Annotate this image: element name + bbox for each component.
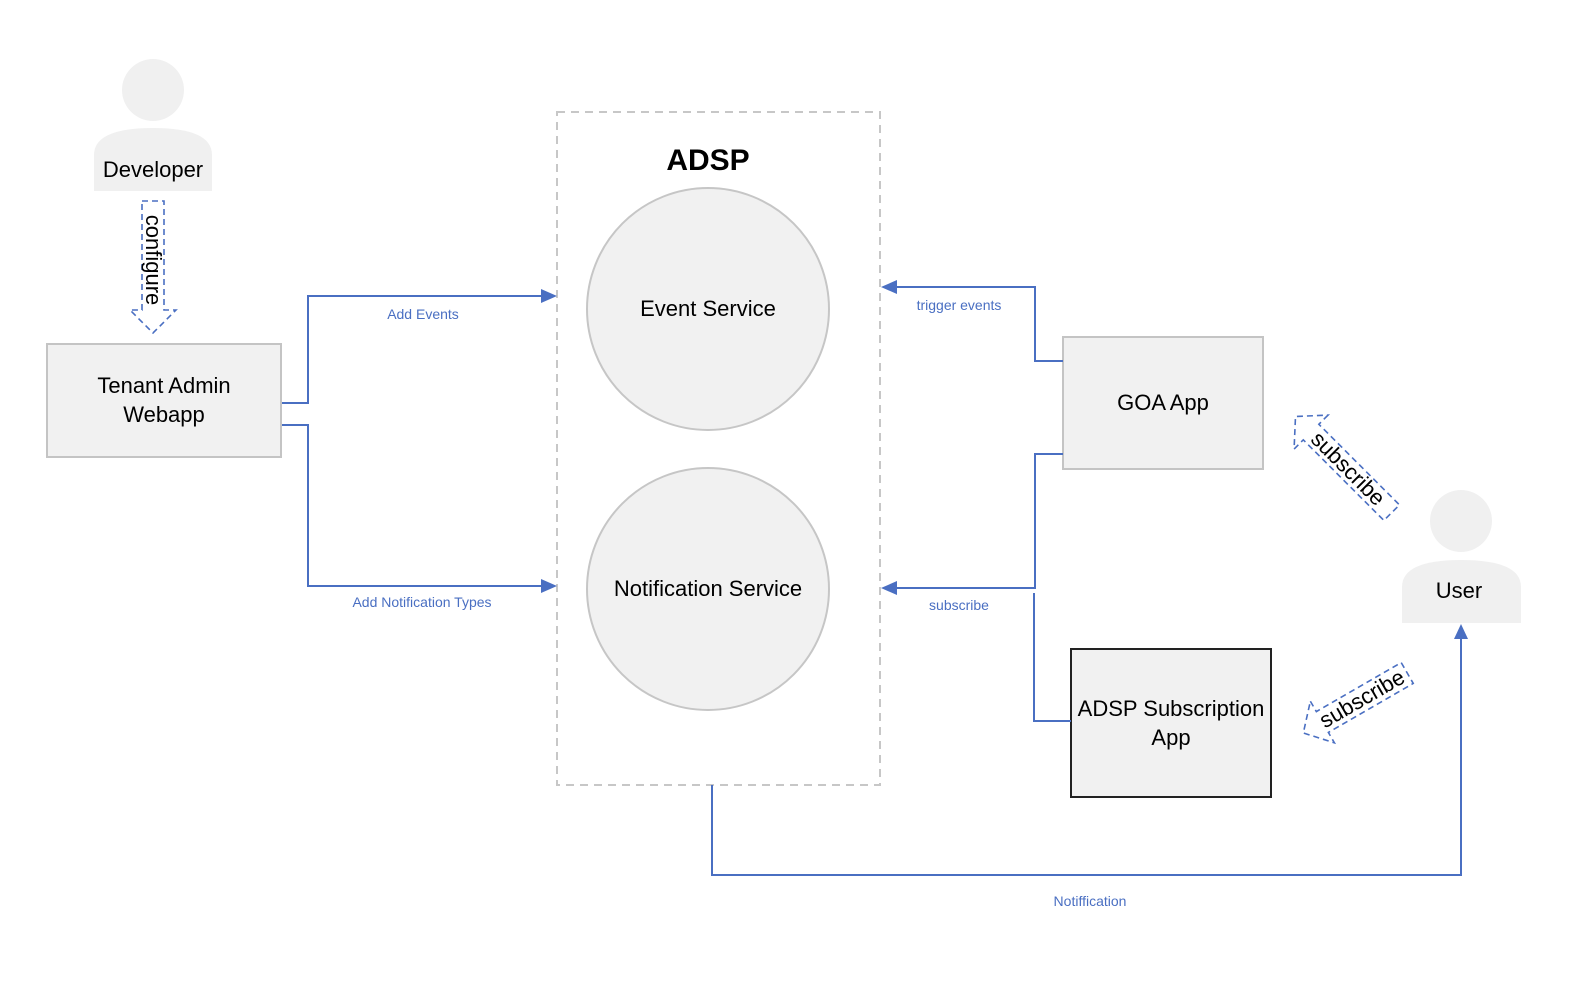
developer-body: [94, 128, 212, 191]
subscribe-adsp-arrow-label: subscribe: [1315, 664, 1409, 733]
developer-actor: Developer: [94, 59, 212, 191]
subscribe-adsp-arrow-shape: [1302, 661, 1415, 745]
subscribe-goa-arrow-label: subscribe: [1306, 426, 1390, 510]
configure-arrow-label: configure: [141, 215, 166, 306]
subscribe-arrowhead: [881, 581, 897, 595]
user-label: User: [1436, 578, 1482, 603]
user-actor: User: [1402, 490, 1521, 623]
goa-subscribe-connector: [895, 453, 1063, 589]
add-events-arrowhead: [541, 289, 557, 303]
trigger-events-label: trigger events: [917, 297, 1002, 313]
user-body: [1402, 560, 1521, 623]
configure-block-arrow: configure: [128, 200, 178, 335]
developer-head: [122, 59, 184, 121]
subscribe-goa-block-arrow: subscribe: [1293, 414, 1401, 522]
notification-arrowhead: [1454, 624, 1468, 639]
tenant-admin-webapp-node: [46, 343, 282, 458]
add-notification-types-connector: [282, 424, 543, 587]
add-events-label: Add Events: [387, 306, 459, 322]
event-service-label: Event Service: [640, 296, 776, 321]
notification-connector: [711, 638, 1462, 876]
trigger-events-arrowhead: [881, 280, 897, 294]
developer-label: Developer: [103, 157, 203, 182]
subscribe-goa-arrow-shape: [1293, 414, 1401, 522]
adsp-group-title: ADSP: [666, 144, 749, 177]
goa-app-node: [1062, 336, 1264, 470]
goa-app-label: GOA App: [1117, 390, 1209, 415]
subscribe-adsp-block-arrow: subscribe: [1302, 661, 1415, 745]
trigger-events-connector: [895, 286, 1063, 362]
add-notification-types-arrowhead: [541, 579, 557, 593]
event-service-node: [586, 187, 830, 431]
notification-service-node: [586, 467, 830, 711]
notification-label: Notiffication: [1054, 893, 1127, 909]
tenant-admin-webapp-label-line2: Webapp: [123, 402, 205, 427]
add-events-connector: [282, 295, 543, 404]
configure-arrow-shape: [128, 200, 178, 335]
tenant-admin-webapp-label-line1: Tenant Admin: [97, 373, 230, 398]
add-notification-types-label: Add Notification Types: [352, 594, 491, 610]
user-head: [1430, 490, 1492, 552]
adsp-group-container: [556, 111, 881, 786]
adsp-subscription-app-node: [1070, 648, 1272, 798]
adsp-subscription-app-label-line1: ADSP Subscription: [1078, 696, 1265, 721]
subscribe-label: subscribe: [929, 597, 989, 613]
notification-service-label: Notification Service: [614, 576, 802, 601]
adsp-subscription-connector: [1033, 593, 1071, 722]
adsp-subscription-app-label-line2: App: [1151, 725, 1190, 750]
